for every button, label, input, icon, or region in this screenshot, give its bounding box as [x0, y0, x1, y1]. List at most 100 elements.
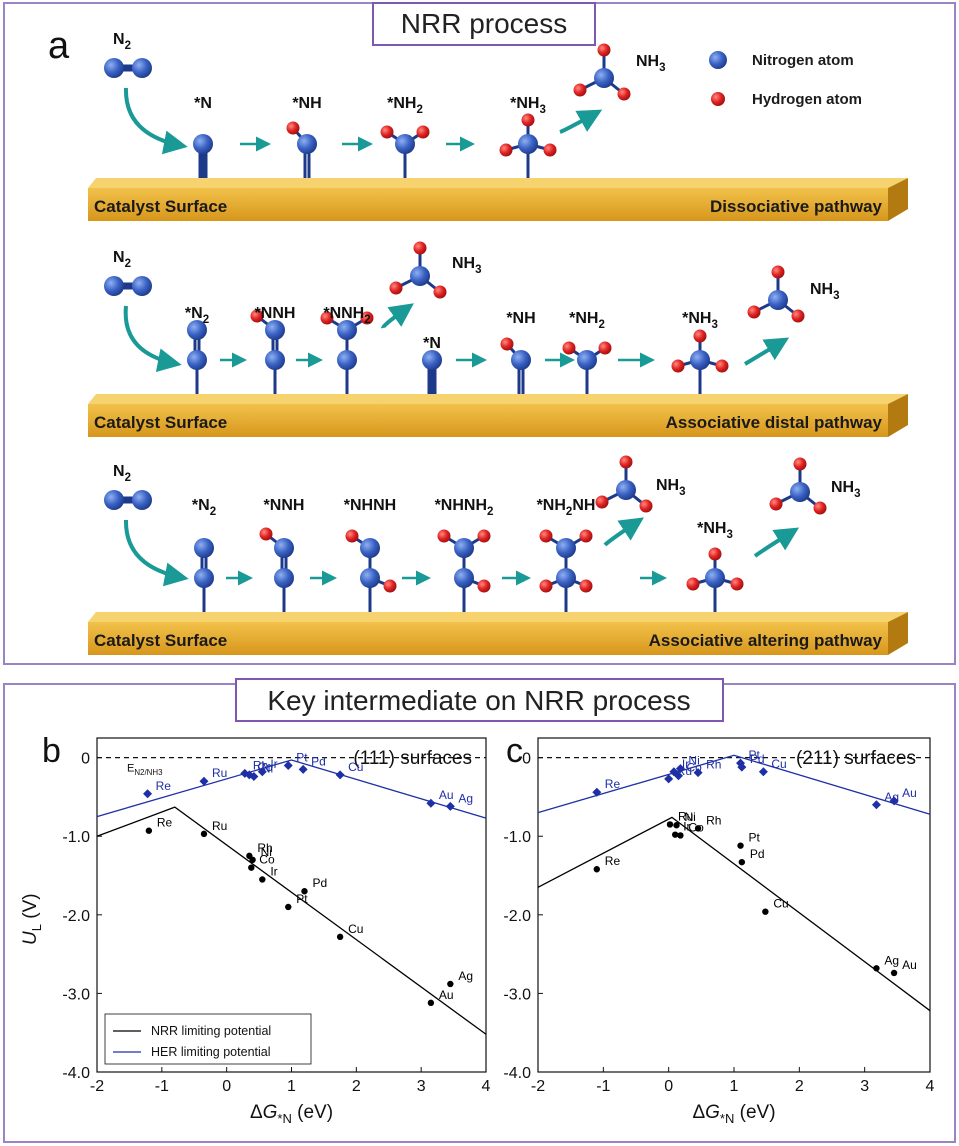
hydrogen-atom [791, 309, 805, 323]
hydrogen-atom [539, 529, 553, 543]
point-label: Co [259, 853, 275, 867]
catalyst-surface [88, 622, 888, 655]
x-tick-label: -2 [90, 1078, 104, 1095]
point-label: Pt [749, 748, 761, 762]
nrr-point [200, 830, 208, 838]
y-tick-label: -4.0 [62, 1065, 90, 1082]
nrr-point [259, 876, 266, 883]
panel-letter: c [506, 732, 523, 770]
adsorbed-species [500, 337, 531, 394]
x-label-g: G [263, 1102, 278, 1123]
species-label-sub: 3 [539, 104, 545, 116]
point-label: Pd [311, 754, 326, 768]
adsorbed-species [686, 547, 744, 612]
pathway-label: Dissociative pathway [710, 197, 883, 216]
nitrogen-atom [337, 350, 357, 370]
legend-box [104, 1013, 312, 1065]
species-label: *NH3 [510, 95, 546, 116]
point-label: Rh [253, 758, 268, 772]
hydrogen-atom [769, 497, 783, 511]
point-label: Cu [771, 757, 786, 771]
y-tick-label: -2.0 [503, 908, 531, 925]
species-label: *N2 [185, 305, 209, 326]
nrr-point [447, 980, 454, 988]
surface-side [888, 178, 908, 221]
y-label-u: U [20, 931, 41, 945]
pathway-label: Associative distal pathway [666, 413, 883, 432]
species-label-main: *NNH [264, 497, 305, 514]
product-label-main: NH [810, 281, 833, 298]
point-label: Ir [683, 820, 690, 834]
nitrogen-atom [274, 568, 294, 588]
species-label-sub: 2 [598, 319, 604, 331]
her-point [737, 762, 747, 772]
nrr-fit-line [96, 806, 487, 1035]
her-point [249, 772, 259, 782]
nitrogen-atom [594, 68, 614, 88]
species-label-main: *NH [387, 95, 416, 112]
product-label-main: NH [831, 479, 854, 496]
nrr-point [666, 821, 674, 828]
her-point [675, 764, 685, 774]
y-label-unit: (V) [20, 893, 41, 924]
n2-molecule [104, 490, 152, 510]
point-label: Ir [682, 757, 689, 771]
her-point [758, 767, 768, 777]
species-label-main: *N [194, 95, 212, 112]
nrr-point [672, 831, 679, 838]
x-tick-label: -1 [155, 1078, 169, 1095]
x-tick-label: 3 [860, 1078, 869, 1095]
x-label-unit: (eV) [734, 1102, 775, 1123]
species-label-main: *NNH [323, 305, 364, 322]
hydrogen-atom [477, 529, 491, 543]
pathway-label: Associative altering pathway [649, 631, 883, 650]
hydrogen-atom [286, 121, 300, 135]
hydrogen-atom [708, 547, 722, 561]
species-label-sub: 2 [364, 314, 370, 326]
point-label: Ag [458, 969, 473, 983]
x-label-delta: Δ [692, 1102, 705, 1123]
hydrogen-atom [579, 529, 593, 543]
her-point [298, 764, 308, 774]
species-label: *NHNH2 [435, 497, 494, 518]
nitrogen-atom [518, 134, 538, 154]
x-axis-label: ΔG*N (eV) [692, 1102, 775, 1126]
adsorbed-species [345, 529, 397, 612]
hydrogen-atom [521, 113, 535, 127]
nrr-point [593, 866, 600, 873]
her-point [693, 768, 703, 778]
hydrogen-atom [360, 311, 374, 325]
nitrogen-atom [274, 538, 294, 558]
hydrogen-atom [413, 241, 427, 255]
adsorbed-species [193, 134, 213, 178]
point-label: Pt [296, 751, 308, 765]
nitrogen-atom [132, 490, 152, 510]
her-point [143, 789, 153, 799]
adsorbed-species [671, 329, 729, 394]
hydrogen-atom [619, 455, 633, 469]
n2-label: N2 [113, 31, 131, 52]
her-point [592, 787, 602, 797]
species-label-sub: 2 [566, 506, 572, 518]
point-label: Rh [257, 841, 272, 855]
point-label: Rh [706, 813, 721, 827]
species-label-main: *NH [506, 310, 535, 327]
point-label: Pt [296, 892, 308, 906]
legend-nrr-label: NRR limiting potential [151, 1024, 271, 1038]
adsorbed-species [259, 527, 294, 612]
nrr-fit-line [537, 816, 931, 1012]
nrr-point [248, 864, 255, 871]
point-label: Au [439, 988, 454, 1002]
product-label-sub: 3 [854, 488, 860, 500]
her-point [426, 798, 436, 808]
n2-label-sub: 2 [125, 258, 131, 270]
adsorbed-species [422, 350, 442, 394]
equilibrium-label-sub: N2/NH3 [134, 768, 163, 777]
nitrogen-atom [454, 538, 474, 558]
species-label: *NNH [255, 305, 296, 322]
